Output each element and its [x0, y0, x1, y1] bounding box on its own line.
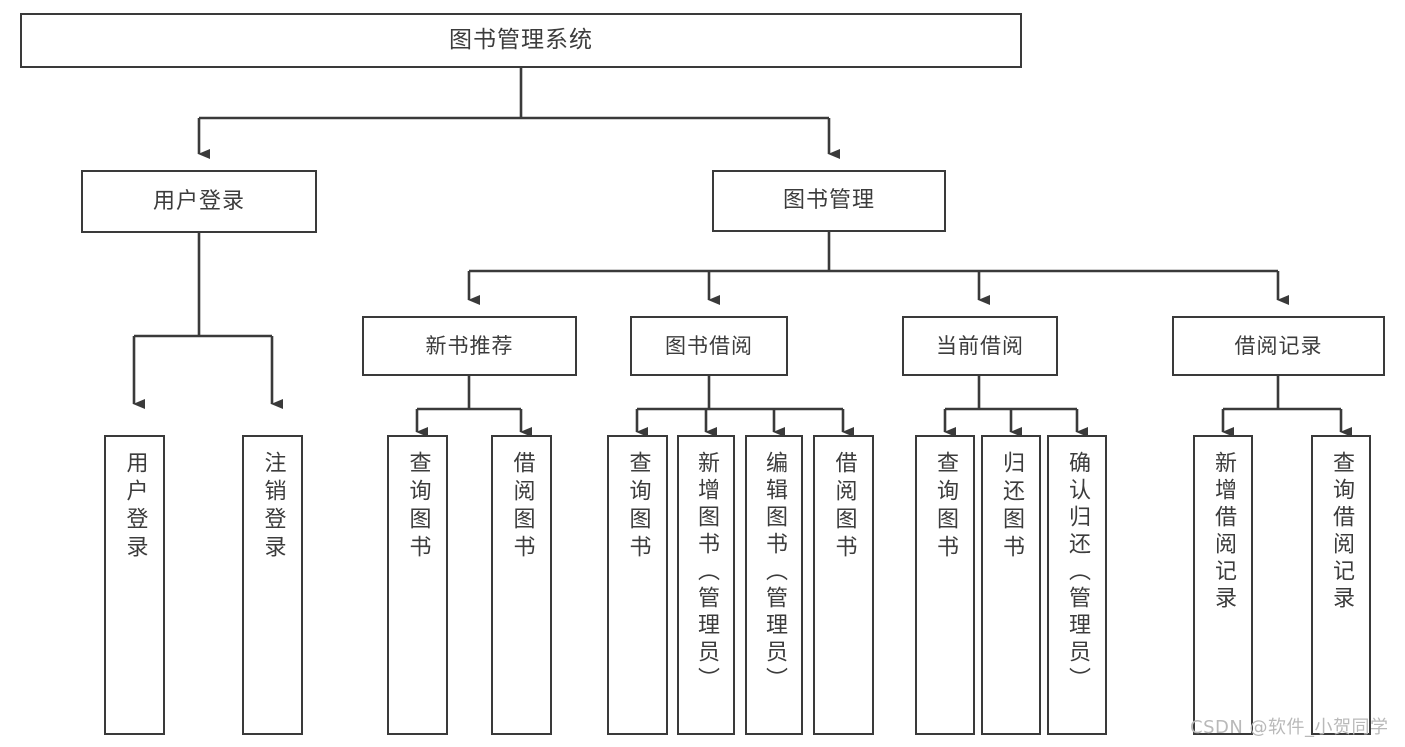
node-book-manage[interactable]: 图书管理 [712, 170, 946, 232]
node-leaf-confirm-return-label: 确认归还（管理员） [1065, 451, 1090, 694]
node-book-manage-label: 图书管理 [782, 188, 875, 214]
node-user-login[interactable]: 用户登录 [81, 170, 317, 233]
node-leaf-logout-label: 注销登录 [260, 451, 286, 563]
node-leaf-user-login-label: 用户登录 [122, 451, 148, 563]
node-current-borrow-label: 当前借阅 [936, 333, 1024, 358]
node-leaf-query-book-1-label: 查询图书 [405, 451, 431, 563]
node-leaf-return-book-label: 归还图书 [999, 451, 1024, 563]
node-leaf-borrow-book-1[interactable]: 借阅图书 [491, 435, 552, 735]
node-leaf-add-book-label: 新增图书（管理员） [694, 451, 719, 694]
node-new-book-recommend[interactable]: 新书推荐 [362, 316, 577, 376]
node-leaf-query-book-3-label: 查询图书 [933, 451, 958, 563]
node-borrow-record-label: 借阅记录 [1234, 333, 1323, 358]
node-root-label: 图书管理系统 [449, 27, 593, 54]
node-leaf-query-book-2-label: 查询图书 [625, 451, 651, 563]
node-leaf-query-record-label: 查询借阅记录 [1329, 451, 1354, 613]
node-leaf-add-record-label: 新增借阅记录 [1211, 451, 1236, 613]
node-current-borrow[interactable]: 当前借阅 [902, 316, 1058, 376]
node-borrow-record[interactable]: 借阅记录 [1172, 316, 1385, 376]
node-user-login-label: 用户登录 [152, 188, 245, 214]
node-root[interactable]: 图书管理系统 [20, 13, 1022, 68]
node-leaf-edit-book[interactable]: 编辑图书（管理员） [745, 435, 803, 735]
watermark: CSDN @软件_小贺同学 [1190, 717, 1389, 738]
node-leaf-logout[interactable]: 注销登录 [242, 435, 303, 735]
node-leaf-query-book-3[interactable]: 查询图书 [915, 435, 975, 735]
node-leaf-user-login[interactable]: 用户登录 [104, 435, 165, 735]
node-leaf-return-book[interactable]: 归还图书 [981, 435, 1041, 735]
node-leaf-confirm-return[interactable]: 确认归还（管理员） [1047, 435, 1107, 735]
node-leaf-query-book-1[interactable]: 查询图书 [387, 435, 448, 735]
node-book-borrow[interactable]: 图书借阅 [630, 316, 788, 376]
node-leaf-edit-book-label: 编辑图书（管理员） [762, 451, 787, 694]
node-book-borrow-label: 图书借阅 [665, 333, 753, 358]
node-leaf-add-record[interactable]: 新增借阅记录 [1193, 435, 1253, 735]
node-leaf-borrow-book-2-label: 借阅图书 [831, 451, 857, 563]
node-leaf-add-book[interactable]: 新增图书（管理员） [677, 435, 735, 735]
node-leaf-query-book-2[interactable]: 查询图书 [607, 435, 668, 735]
node-new-book-recommend-label: 新书推荐 [425, 333, 514, 358]
node-leaf-borrow-book-1-label: 借阅图书 [509, 451, 535, 563]
node-leaf-borrow-book-2[interactable]: 借阅图书 [813, 435, 874, 735]
node-leaf-query-record[interactable]: 查询借阅记录 [1311, 435, 1371, 735]
